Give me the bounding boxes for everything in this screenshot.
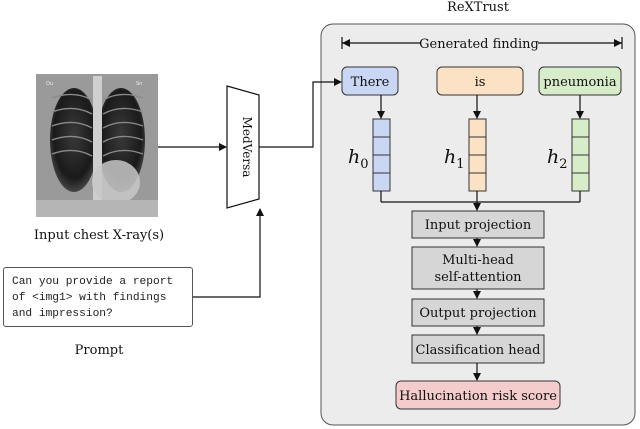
hidden-label-h2: h2 (547, 146, 568, 172)
risk-score-box (395, 380, 561, 410)
token-label-there: There (351, 75, 390, 90)
xray-marker-right: Sn (136, 81, 142, 87)
hidden-label-h1: h1 (444, 146, 465, 172)
token-box-is (436, 66, 524, 96)
classification-head-box (411, 334, 545, 364)
arrow-model-to-tokens (259, 78, 342, 148)
token-box-there (341, 66, 399, 96)
attention-label: Multi-head self-attention (434, 253, 522, 285)
attention-label-line1: Multi-head (442, 253, 514, 268)
classification-head-label: Classification head (416, 343, 541, 358)
attention-label-line2: self-attention (434, 270, 522, 285)
token-label-is: is (475, 75, 486, 90)
hidden-state-h1 (468, 118, 487, 192)
attention-box (411, 246, 545, 290)
hidden-state-h2 (571, 118, 590, 192)
input-projection-label: Input projection (425, 218, 532, 233)
token-label-pneumonia: pneumonia (543, 75, 616, 90)
rextrust-title: ReXTrust (447, 0, 510, 15)
output-projection-label: Output projection (419, 306, 537, 321)
output-projection-box (411, 298, 545, 327)
input-xray-label: Input chest X-ray(s) (34, 228, 164, 243)
hidden-state-h0 (372, 118, 391, 192)
hidden-label-h0: h0 (348, 146, 369, 172)
generated-finding-label: Generated finding (419, 37, 539, 52)
chest-xray-image: Ou Sn (36, 74, 158, 217)
xray-marker-left: Ou (46, 81, 53, 87)
input-projection-box (411, 210, 545, 239)
prompt-textbox: Can you provide a report of <img1> with … (3, 267, 193, 327)
medversa-model (226, 85, 260, 209)
medversa-label: MedVersa (240, 117, 254, 178)
risk-score-label: Hallucination risk score (399, 389, 557, 404)
arrow-prompt-to-model (193, 208, 264, 298)
span-right-arrowhead (614, 39, 622, 47)
prompt-caption: Prompt (75, 343, 124, 358)
